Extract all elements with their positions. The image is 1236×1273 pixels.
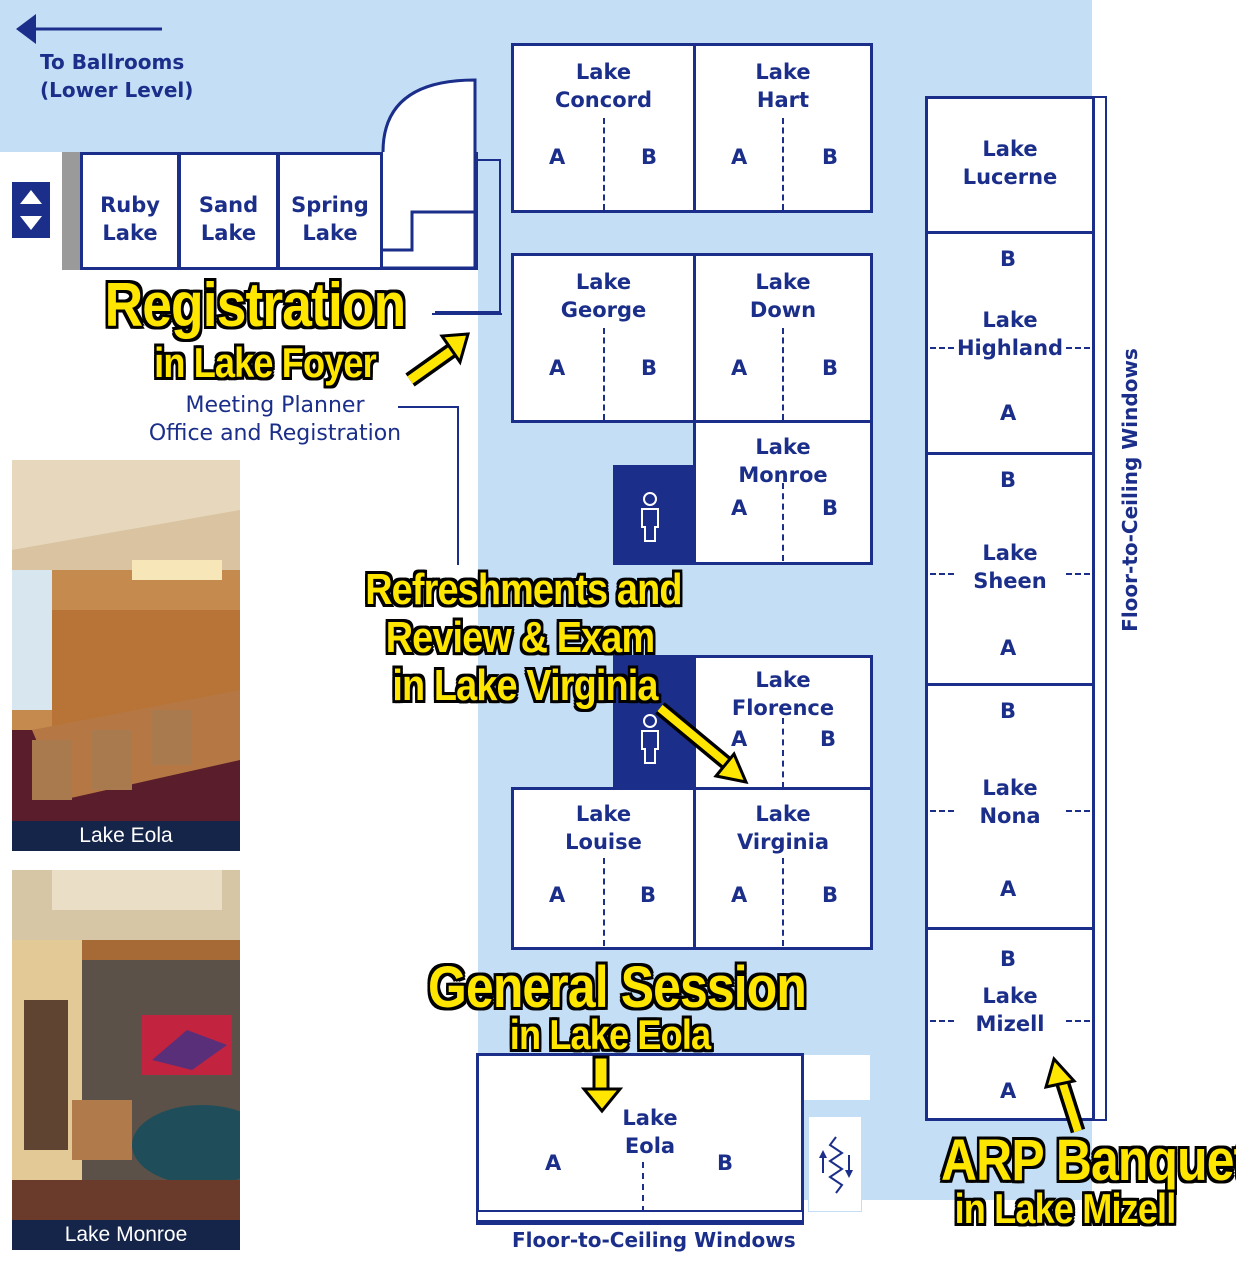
meeting-planner-leader bbox=[398, 406, 459, 565]
section-b-label: B bbox=[822, 496, 839, 520]
section-b-label: B bbox=[641, 356, 658, 380]
room-lake-down-name: Lake Down bbox=[749, 270, 817, 322]
restroom-icon[interactable] bbox=[613, 465, 695, 565]
photo-lake-eola-caption: Lake Eola bbox=[12, 821, 240, 851]
photo-lake-monroe-caption: Lake Monroe bbox=[12, 1220, 240, 1250]
room-lake-lucerne-name: Lake Lucerne bbox=[962, 137, 1058, 189]
room-lake-hart[interactable]: Lake Hart A B bbox=[693, 43, 873, 213]
room-lake-monroe[interactable]: Lake Monroe A B bbox=[693, 420, 873, 565]
room-lake-highland[interactable]: B Lake Highland A bbox=[925, 231, 1095, 455]
photo-lake-eola: Lake Eola bbox=[12, 460, 240, 851]
windows-label-bottom: Floor-to-Ceiling Windows bbox=[512, 1228, 796, 1252]
room-lake-george-name: Lake George bbox=[560, 270, 647, 322]
section-b-label: B bbox=[1000, 247, 1017, 271]
room-lake-sheen-name: Lake Sheen bbox=[973, 541, 1047, 593]
room-lake-louise[interactable]: Lake Louise A B bbox=[511, 787, 696, 950]
room-lake-virginia-name: Lake Virginia bbox=[737, 802, 829, 854]
section-a-label: A bbox=[731, 356, 748, 380]
section-b-label: B bbox=[822, 356, 839, 380]
windows-bar-right bbox=[1093, 96, 1107, 1121]
left-arrow-icon[interactable] bbox=[14, 12, 164, 52]
wall-grey bbox=[62, 152, 80, 270]
section-a-label: A bbox=[549, 883, 566, 907]
room-lake-monroe-name: Lake Monroe bbox=[738, 435, 828, 487]
room-lake-eola-name: Lake Eola bbox=[622, 1106, 678, 1158]
room-lake-lucerne[interactable]: Lake Lucerne bbox=[925, 96, 1095, 234]
section-b-label: B bbox=[822, 883, 839, 907]
section-a-label: A bbox=[1000, 877, 1017, 901]
windows-label-right: Floor-to-Ceiling Windows bbox=[1118, 348, 1142, 632]
room-lake-sheen[interactable]: B Lake Sheen A bbox=[925, 452, 1095, 686]
room-sand-lake-name: Sand Lake bbox=[198, 193, 259, 245]
room-lake-hart-name: Lake Hart bbox=[755, 60, 811, 112]
callout-refresh-2: Review & Exam bbox=[385, 613, 655, 662]
room-lake-nona-name: Lake Nona bbox=[979, 776, 1041, 828]
room-lake-george[interactable]: Lake George A B bbox=[511, 253, 696, 423]
section-a-label: A bbox=[549, 145, 566, 169]
room-lake-eola[interactable]: Lake Eola A B bbox=[476, 1053, 804, 1225]
stairs-icon[interactable] bbox=[808, 1116, 862, 1212]
section-a-label: A bbox=[1000, 636, 1017, 660]
section-a-label: A bbox=[1000, 1079, 1017, 1103]
arrow-arp-banquet bbox=[1043, 1055, 1086, 1134]
section-b-label: B bbox=[641, 145, 658, 169]
room-spring-lake-name: Spring Lake bbox=[291, 193, 369, 245]
to-ballrooms-label[interactable]: To Ballrooms (Lower Level) bbox=[40, 50, 194, 102]
windows-bar-bottom bbox=[476, 1210, 804, 1222]
callout-general-title: General Session bbox=[428, 955, 807, 1020]
section-b-label: B bbox=[820, 727, 837, 751]
room-lake-mizell-name: Lake Mizell bbox=[975, 984, 1045, 1036]
section-a-label: A bbox=[731, 727, 748, 751]
section-a-label: A bbox=[731, 145, 748, 169]
section-a-label: A bbox=[731, 496, 748, 520]
registration-leader bbox=[432, 313, 502, 315]
room-lake-louise-name: Lake Louise bbox=[565, 802, 642, 854]
room-sand-lake[interactable]: Sand Lake bbox=[178, 152, 279, 270]
section-b-label: B bbox=[1000, 468, 1017, 492]
section-b-label: B bbox=[640, 883, 657, 907]
elevator-icon[interactable] bbox=[12, 182, 50, 238]
room-spring-lake[interactable]: Spring Lake bbox=[277, 152, 383, 270]
callout-arp-sub: in Lake Mizell bbox=[954, 1185, 1177, 1232]
callout-refresh-1: Refreshments and bbox=[365, 565, 682, 614]
room-ruby-lake-name: Ruby Lake bbox=[100, 193, 160, 245]
section-a-label: A bbox=[545, 1151, 562, 1175]
room-lake-florence-name: Lake Florence bbox=[731, 668, 835, 720]
section-b-label: B bbox=[822, 145, 839, 169]
room-ruby-lake[interactable]: Ruby Lake bbox=[80, 152, 180, 270]
section-b-label: B bbox=[1000, 947, 1017, 971]
room-lake-nona[interactable]: B Lake Nona A bbox=[925, 683, 1095, 930]
meeting-planner-label: Meeting Planner Office and Registration bbox=[148, 393, 402, 446]
arrow-registration bbox=[405, 332, 471, 387]
room-lake-concord[interactable]: Lake Concord A B bbox=[511, 43, 696, 213]
section-a-label: A bbox=[549, 356, 566, 380]
section-a-label: A bbox=[731, 883, 748, 907]
room-lake-down[interactable]: Lake Down A B bbox=[693, 253, 873, 423]
room-lake-virginia[interactable]: Lake Virginia A B bbox=[693, 787, 873, 950]
section-b-label: B bbox=[1000, 699, 1017, 723]
callout-general-sub: in Lake Eola bbox=[509, 1011, 711, 1058]
photo-lake-monroe: Lake Monroe bbox=[12, 870, 240, 1250]
callout-refresh-3: in Lake Virginia bbox=[392, 661, 658, 710]
section-b-label: B bbox=[717, 1151, 734, 1175]
section-a-label: A bbox=[1000, 401, 1017, 425]
room-lake-concord-name: Lake Concord bbox=[554, 60, 653, 112]
arrow-refreshments bbox=[655, 702, 749, 785]
callout-registration-title: Registration bbox=[104, 271, 407, 340]
room-lake-highland-name: Lake Highland bbox=[956, 308, 1064, 360]
callout-arp-title: ARP Banquet bbox=[941, 1128, 1236, 1193]
arrow-general-session bbox=[580, 1055, 624, 1114]
foyer-structure bbox=[381, 78, 501, 313]
callout-registration-sub: in Lake Foyer bbox=[154, 339, 377, 386]
